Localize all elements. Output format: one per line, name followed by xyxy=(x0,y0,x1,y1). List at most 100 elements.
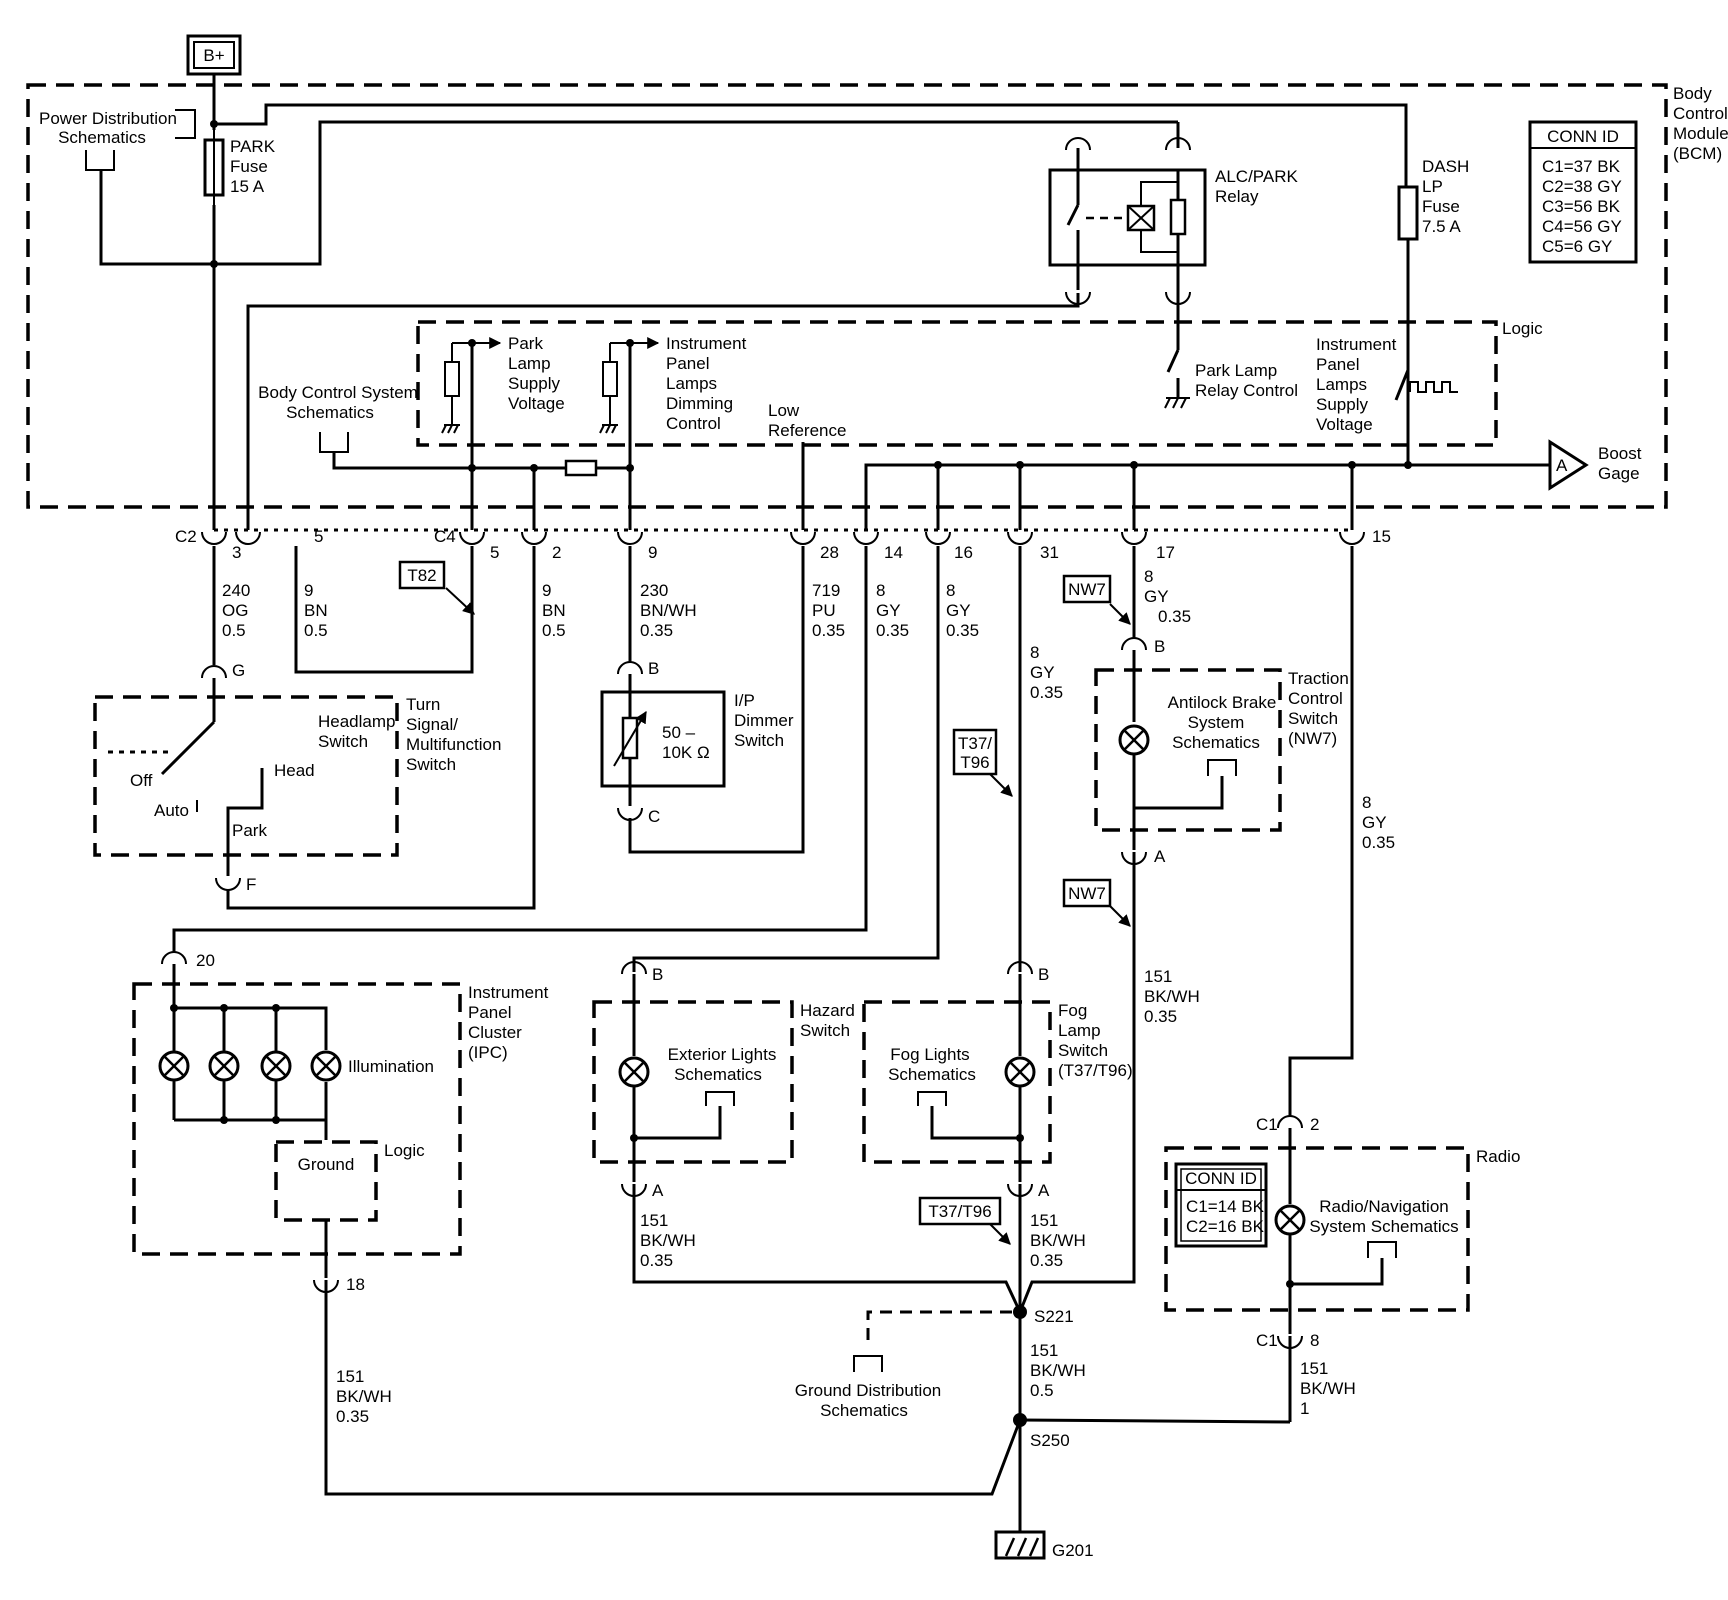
svg-text:8: 8 xyxy=(1030,643,1039,662)
svg-text:Dimming: Dimming xyxy=(666,394,733,413)
bcm-conn-id-table: CONN ID C1=37 BK C2=38 GY C3=56 BK C4=56… xyxy=(1528,120,1638,264)
svg-text:Switch: Switch xyxy=(1058,1041,1108,1060)
svg-text:Lamps: Lamps xyxy=(666,374,717,393)
svg-text:Relay: Relay xyxy=(1215,187,1259,206)
svg-text:Fuse: Fuse xyxy=(230,157,268,176)
svg-text:0.35: 0.35 xyxy=(1030,683,1063,702)
svg-text:18: 18 xyxy=(346,1275,365,1294)
svg-text:Voltage: Voltage xyxy=(508,394,565,413)
alc-park-relay: ALC/PARK Relay xyxy=(1048,122,1298,320)
svg-text:B+: B+ xyxy=(203,46,224,65)
svg-text:0.35: 0.35 xyxy=(1362,833,1395,852)
svg-text:B: B xyxy=(1038,965,1049,984)
svg-text:14: 14 xyxy=(884,543,903,562)
bcm-connector-row: C2 3 5 C4 5 2 9 28 14 16 31 17 15 xyxy=(175,527,1391,562)
option-t82: T82 xyxy=(398,560,475,615)
svg-text:Ground: Ground xyxy=(298,1155,355,1174)
svg-text:C1=14 BK: C1=14 BK xyxy=(1186,1197,1265,1216)
svg-text:A: A xyxy=(652,1181,664,1200)
svg-text:Module: Module xyxy=(1673,124,1728,143)
park-lamp-relay-control: Park Lamp Relay Control xyxy=(1164,320,1298,409)
svg-text:0.35: 0.35 xyxy=(1158,607,1191,626)
svg-text:Switch: Switch xyxy=(1288,709,1338,728)
svg-text:9: 9 xyxy=(304,581,313,600)
svg-text:Supply: Supply xyxy=(1316,395,1368,414)
svg-text:20: 20 xyxy=(196,951,215,970)
svg-text:GY: GY xyxy=(1144,587,1169,606)
splice-s250 xyxy=(1013,1413,1027,1427)
svg-text:C2: C2 xyxy=(175,527,197,546)
svg-text:Lamps: Lamps xyxy=(1316,375,1367,394)
bcs-bus xyxy=(332,452,634,530)
svg-text:2: 2 xyxy=(552,543,561,562)
svg-text:C1=37 BK: C1=37 BK xyxy=(1542,157,1621,176)
svg-text:151: 151 xyxy=(640,1211,668,1230)
svg-text:0.35: 0.35 xyxy=(336,1407,369,1426)
svg-text:2: 2 xyxy=(1310,1115,1319,1134)
power-wiring xyxy=(99,74,1410,530)
svg-text:Lamp: Lamp xyxy=(1058,1021,1101,1040)
svg-text:7.5 A: 7.5 A xyxy=(1422,217,1461,236)
svg-text:0.5: 0.5 xyxy=(1030,1381,1054,1400)
svg-text:0.35: 0.35 xyxy=(876,621,909,640)
svg-text:Park: Park xyxy=(508,334,543,353)
svg-text:Boost: Boost xyxy=(1598,444,1642,463)
svg-text:230: 230 xyxy=(640,581,668,600)
svg-text:5: 5 xyxy=(490,543,499,562)
svg-text:GY: GY xyxy=(1362,813,1387,832)
svg-text:151: 151 xyxy=(1030,1341,1058,1360)
svg-text:151: 151 xyxy=(1030,1211,1058,1230)
park-fuse: PARK Fuse 15 A xyxy=(203,130,276,205)
svg-text:NW7: NW7 xyxy=(1068,580,1106,599)
svg-text:Schematics: Schematics xyxy=(58,128,146,147)
svg-text:System: System xyxy=(1188,713,1245,732)
svg-text:Hazard: Hazard xyxy=(800,1001,855,1020)
svg-text:OG: OG xyxy=(222,601,248,620)
svg-text:151: 151 xyxy=(336,1367,364,1386)
low-reference: Low Reference xyxy=(768,401,846,530)
svg-text:B: B xyxy=(1154,637,1165,656)
svg-text:S221: S221 xyxy=(1034,1307,1074,1326)
svg-text:Park: Park xyxy=(232,821,267,840)
svg-text:16: 16 xyxy=(954,543,973,562)
svg-text:Schematics: Schematics xyxy=(888,1065,976,1084)
ground-g201: G201 xyxy=(994,1530,1094,1560)
svg-text:DASH: DASH xyxy=(1422,157,1469,176)
svg-text:B: B xyxy=(652,965,663,984)
svg-text:Switch: Switch xyxy=(800,1021,850,1040)
ip-supply-voltage: Instrument Panel Lamps Supply Voltage xyxy=(1316,335,1458,434)
svg-text:C3=56 BK: C3=56 BK xyxy=(1542,197,1621,216)
svg-text:Body: Body xyxy=(1673,84,1712,103)
svg-text:CONN ID: CONN ID xyxy=(1547,127,1619,146)
svg-text:Instrument: Instrument xyxy=(1316,335,1397,354)
svg-text:31: 31 xyxy=(1040,543,1059,562)
battery-terminal: B+ xyxy=(186,34,242,76)
svg-text:15 A: 15 A xyxy=(230,177,265,196)
park-lamp-supply-voltage: Park Lamp Supply Voltage xyxy=(441,334,565,530)
svg-text:5: 5 xyxy=(314,527,323,546)
svg-text:Radio: Radio xyxy=(1476,1147,1520,1166)
svg-text:T37/: T37/ xyxy=(958,734,992,753)
svg-text:0.35: 0.35 xyxy=(640,1251,673,1270)
svg-text:8: 8 xyxy=(876,581,885,600)
svg-text:8: 8 xyxy=(946,581,955,600)
svg-text:C2=16 BK: C2=16 BK xyxy=(1186,1217,1265,1236)
radio: C1 2 Radio CONN ID C1=14 BK C2=16 BK Rad… xyxy=(1164,1115,1520,1422)
ip-dimming-control: Instrument Panel Lamps Dimming Control xyxy=(599,334,747,530)
option-t37-t96-stack: T37/ T96 xyxy=(952,728,1013,797)
svg-text:Cluster: Cluster xyxy=(468,1023,522,1042)
svg-text:Radio/Navigation: Radio/Navigation xyxy=(1319,1197,1448,1216)
svg-text:240: 240 xyxy=(222,581,250,600)
svg-text:Exterior Lights: Exterior Lights xyxy=(668,1045,777,1064)
svg-text:Dimmer: Dimmer xyxy=(734,711,794,730)
relay-label: ALC/PARK xyxy=(1215,167,1298,186)
svg-text:Headlamp: Headlamp xyxy=(318,712,396,731)
svg-text:C2=38 GY: C2=38 GY xyxy=(1542,177,1622,196)
svg-text:PU: PU xyxy=(812,601,836,620)
svg-text:CONN ID: CONN ID xyxy=(1185,1169,1257,1188)
svg-text:Schematics: Schematics xyxy=(674,1065,762,1084)
svg-text:15: 15 xyxy=(1372,527,1391,546)
svg-text:Reference: Reference xyxy=(768,421,846,440)
svg-text:0.35: 0.35 xyxy=(812,621,845,640)
